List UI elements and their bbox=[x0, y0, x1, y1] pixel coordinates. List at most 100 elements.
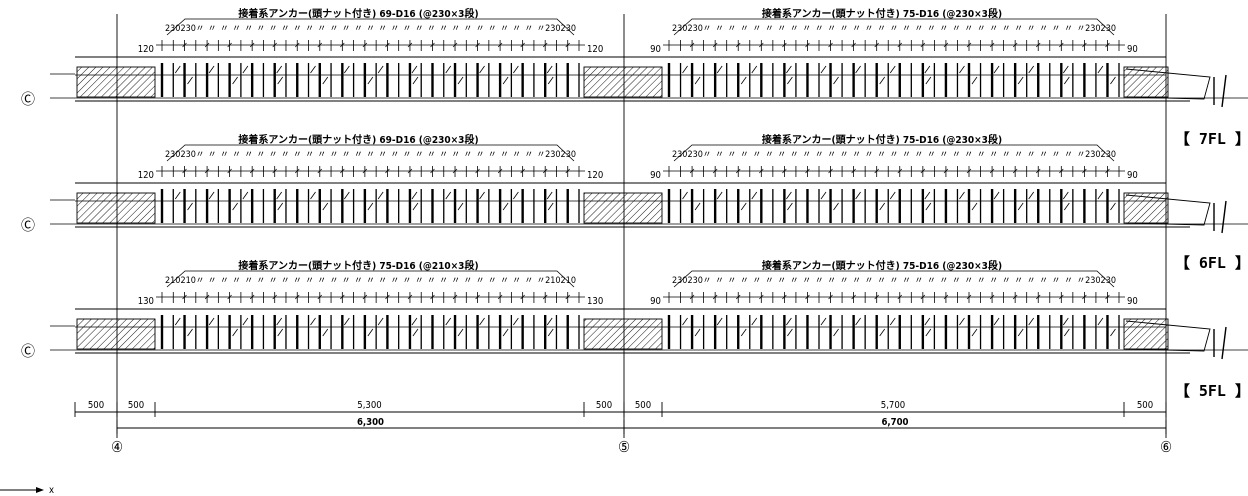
pitch-slash bbox=[272, 168, 277, 174]
ditto-mark: 〃 bbox=[902, 150, 911, 160]
ditto-mark: 〃 bbox=[476, 276, 485, 286]
pitch-slash bbox=[475, 42, 480, 48]
skewed-anchor bbox=[1221, 74, 1227, 108]
hook-mark bbox=[546, 191, 553, 200]
hook-mark bbox=[276, 317, 283, 326]
hook-mark bbox=[174, 65, 181, 74]
pitch-left: 230230 bbox=[165, 150, 196, 160]
hook-mark bbox=[412, 328, 419, 337]
hook-mark bbox=[546, 317, 553, 326]
pitch-slash bbox=[828, 168, 833, 174]
hook-mark bbox=[833, 76, 839, 85]
ditto-mark: 〃 bbox=[939, 276, 948, 286]
hook-mark bbox=[751, 191, 758, 200]
pitch-slash bbox=[782, 42, 787, 48]
ditto-mark: 〃 bbox=[1052, 150, 1061, 160]
ditto-mark: 〃 bbox=[927, 276, 936, 286]
hook-mark bbox=[879, 328, 886, 337]
hook-mark bbox=[242, 65, 249, 74]
pitch-slash bbox=[430, 42, 435, 48]
ditto-mark: 〃 bbox=[777, 276, 786, 286]
ditto-mark: 〃 bbox=[952, 24, 961, 34]
hook-mark bbox=[445, 191, 452, 200]
hook-mark bbox=[187, 76, 193, 85]
ditto-mark: 〃 bbox=[281, 150, 290, 160]
ditto-mark: 〃 bbox=[244, 24, 253, 34]
pitch-slash bbox=[874, 168, 879, 174]
ditto-mark: 〃 bbox=[220, 24, 229, 34]
ditto-mark: 〃 bbox=[1064, 150, 1073, 160]
pitch-left: 230230 bbox=[672, 276, 703, 286]
ditto-mark: 〃 bbox=[702, 150, 711, 160]
hook-mark bbox=[343, 191, 350, 200]
pitch-slash bbox=[989, 168, 995, 174]
edge-left: 90 bbox=[650, 170, 661, 181]
ditto-mark: 〃 bbox=[512, 150, 521, 160]
ditto-mark: 〃 bbox=[1002, 150, 1011, 160]
ditto-mark: 〃 bbox=[702, 24, 711, 34]
hook-mark bbox=[277, 76, 284, 85]
pitch-slash bbox=[782, 168, 787, 174]
ditto-mark: 〃 bbox=[451, 150, 460, 160]
ditto-mark: 〃 bbox=[500, 276, 509, 286]
hook-mark bbox=[787, 328, 793, 337]
ditto-mark: 〃 bbox=[342, 276, 351, 286]
pitch-slash bbox=[430, 294, 435, 300]
hook-mark bbox=[855, 317, 861, 326]
ditto-mark: 〃 bbox=[702, 276, 711, 286]
ditto-mark: 〃 bbox=[195, 150, 204, 160]
hook-mark bbox=[412, 76, 419, 85]
pitch-slash bbox=[317, 42, 323, 48]
pitch-slash bbox=[689, 42, 695, 48]
hook-mark bbox=[820, 317, 827, 326]
hook-mark bbox=[445, 65, 452, 74]
note-leader bbox=[673, 144, 1115, 162]
grid-line-c-label: Ⓒ bbox=[21, 218, 35, 234]
hook-mark bbox=[322, 76, 329, 85]
pitch-left: 230230 bbox=[165, 24, 196, 34]
note-leader bbox=[673, 18, 1115, 36]
ditto-mark: 〃 bbox=[220, 150, 229, 160]
ditto-mark: 〃 bbox=[317, 276, 326, 286]
ditto-mark: 〃 bbox=[232, 150, 241, 160]
hook-mark bbox=[242, 191, 249, 200]
pitch-slash bbox=[407, 42, 413, 48]
pitch-slash bbox=[340, 168, 345, 174]
hook-mark bbox=[879, 76, 886, 85]
pitch-left: 230230 bbox=[672, 150, 703, 160]
pitch-slash bbox=[1082, 42, 1087, 48]
ditto-mark: 〃 bbox=[715, 276, 724, 286]
hook-mark bbox=[1097, 191, 1104, 200]
grid-line-c-label: Ⓒ bbox=[21, 92, 35, 108]
hook-mark bbox=[694, 328, 701, 337]
hook-mark bbox=[310, 317, 316, 326]
ditto-mark: 〃 bbox=[852, 24, 861, 34]
ditto-mark: 〃 bbox=[877, 24, 886, 34]
pitch-slash bbox=[182, 42, 187, 48]
axis-marker-4: ④ bbox=[111, 438, 123, 456]
ditto-mark: 〃 bbox=[403, 150, 412, 160]
pitch-right: 230230 bbox=[1085, 24, 1116, 34]
pitch-slash bbox=[294, 294, 300, 300]
pitch-slash bbox=[204, 42, 210, 48]
pitch-slash bbox=[182, 294, 187, 300]
pitch-slash bbox=[227, 168, 232, 174]
pitch-slash bbox=[712, 42, 718, 48]
hook-mark bbox=[1028, 65, 1035, 74]
hook-mark bbox=[232, 202, 238, 211]
ditto-mark: 〃 bbox=[1076, 150, 1085, 160]
ditto-mark: 〃 bbox=[342, 150, 351, 160]
hook-mark bbox=[377, 65, 384, 74]
ditto-mark: 〃 bbox=[500, 24, 509, 34]
pitch-slash bbox=[782, 294, 787, 300]
hook-mark bbox=[855, 191, 861, 200]
ditto-mark: 〃 bbox=[293, 150, 302, 160]
edge-left: 90 bbox=[650, 296, 661, 307]
edge-left: 90 bbox=[650, 44, 661, 55]
hook-mark bbox=[1062, 317, 1069, 326]
pitch-slash bbox=[204, 168, 210, 174]
dim-segment-4: 500 bbox=[596, 400, 612, 411]
